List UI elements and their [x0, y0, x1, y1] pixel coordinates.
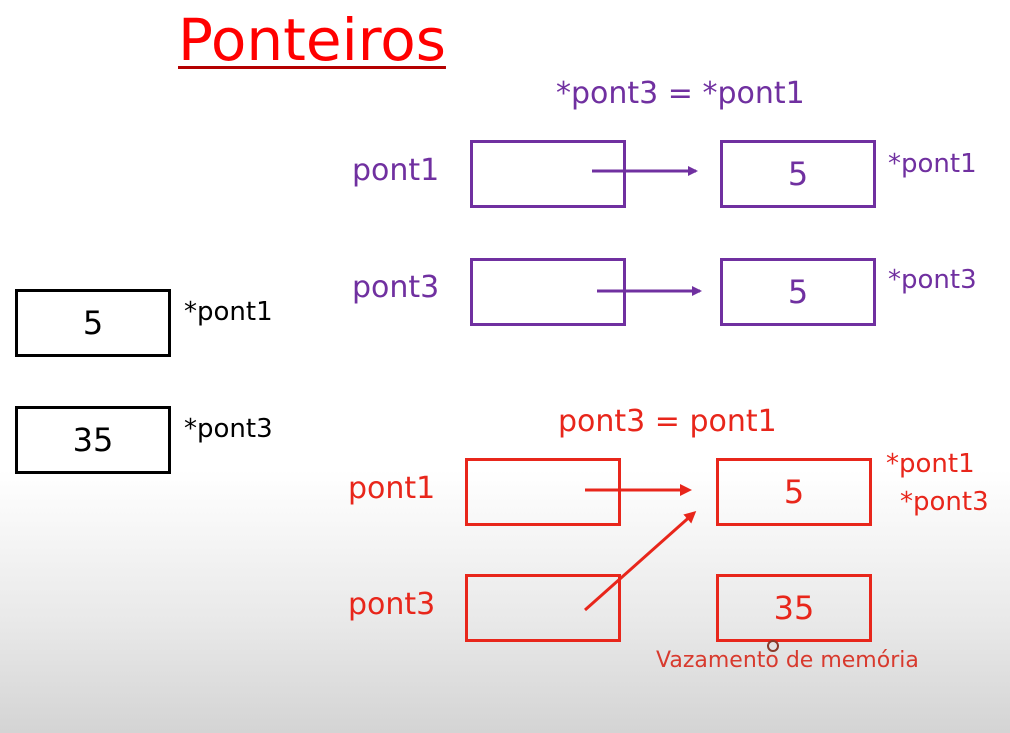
top-row1-pointer-box	[470, 140, 626, 208]
left-box1-value: 5	[82, 304, 104, 342]
top-row2-value: 5	[787, 273, 809, 311]
bottom-row2-arrow	[584, 511, 697, 612]
bottom-row1-target-label1: *pont1	[886, 449, 975, 479]
bottom-row1-value: 5	[783, 473, 805, 511]
bottom-row1-value-box: 5	[716, 458, 872, 526]
bottom-row2-value-box: 35	[716, 574, 872, 642]
top-row2-target-label: *pont3	[888, 265, 977, 295]
top-row2-label: pont3	[352, 270, 440, 305]
bottom-row1-pointer-box	[465, 458, 621, 526]
top-row1-value-box: 5	[720, 140, 876, 208]
left-box2-value: 35	[72, 421, 114, 459]
bottom-row2-value: 35	[773, 589, 815, 627]
top-row2-value-box: 5	[720, 258, 876, 326]
top-row1-label: pont1	[352, 153, 440, 188]
bottom-heading: pont3 = pont1	[558, 404, 777, 439]
bottom-row2-pointer-box	[465, 574, 621, 642]
left-box1-label: *pont1	[184, 297, 273, 327]
left-box1: 5	[15, 289, 171, 357]
bottom-row1-label: pont1	[348, 471, 436, 506]
memory-leak-caption: Vazamento de memória	[656, 648, 919, 673]
cursor-dot-icon	[767, 640, 779, 652]
top-row1-target-label: *pont1	[888, 149, 977, 179]
top-heading: *pont3 = *pont1	[556, 76, 805, 111]
bottom-row1-target-label2: *pont3	[900, 487, 989, 517]
page-title: Ponteiros	[178, 6, 446, 74]
left-box2: 35	[15, 406, 171, 474]
left-box2-label: *pont3	[184, 414, 273, 444]
bottom-row2-label: pont3	[348, 587, 436, 622]
top-row1-value: 5	[787, 155, 809, 193]
